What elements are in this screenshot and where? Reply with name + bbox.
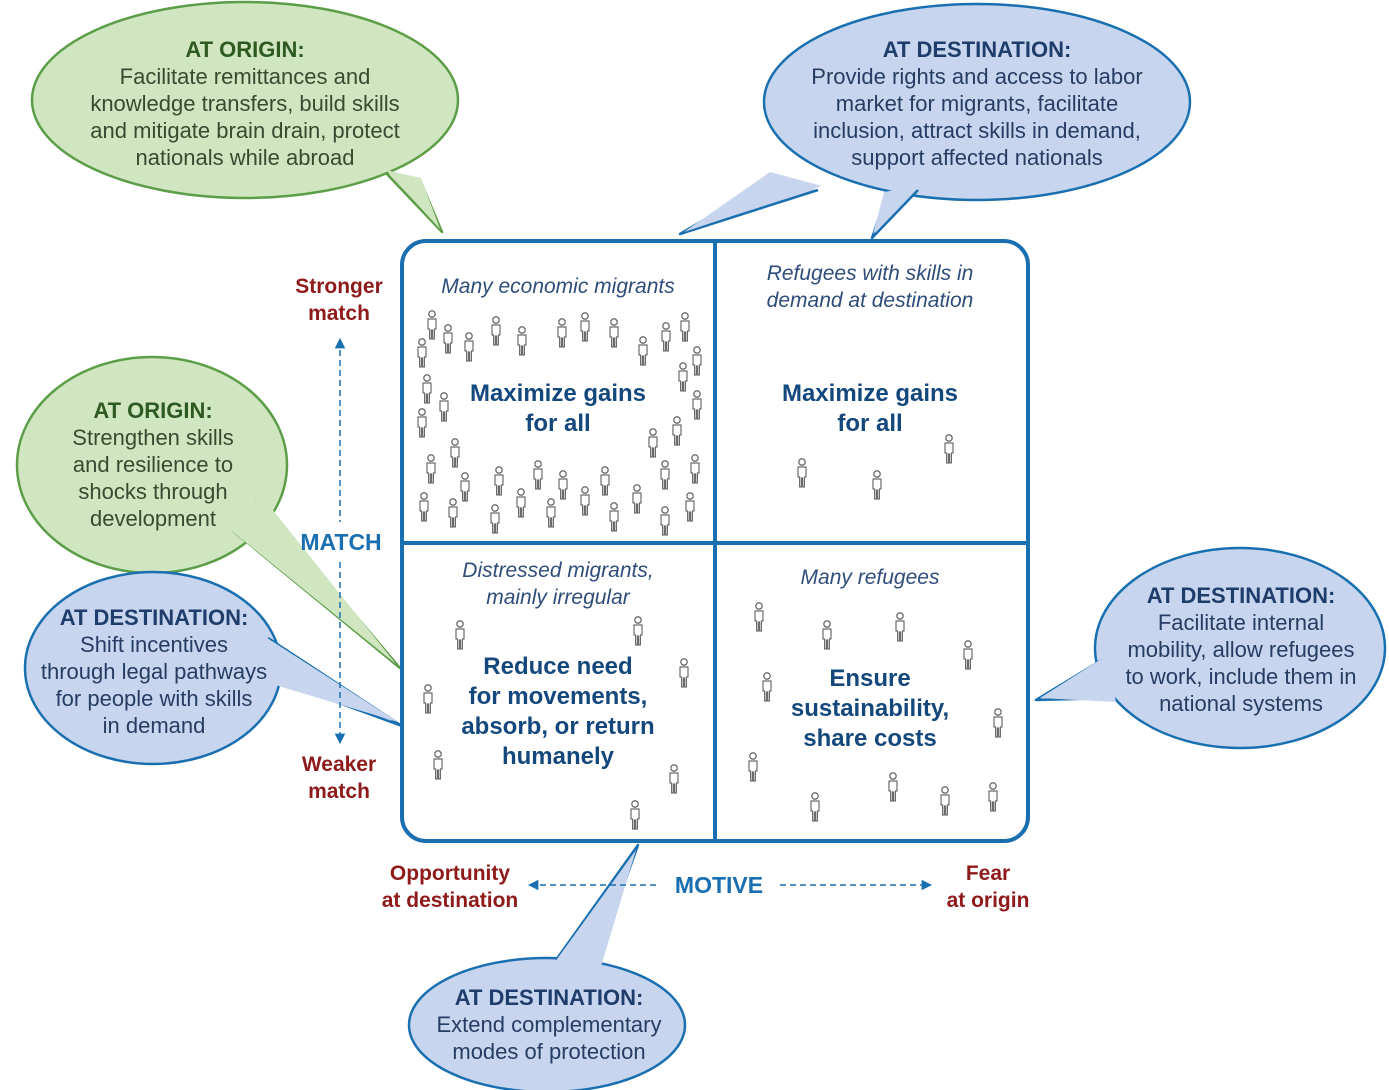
bubble-line: national systems	[1159, 691, 1323, 716]
bubble-destination-left-text: AT DESTINATION: Shift incentives through…	[24, 604, 284, 739]
main-line: absorb, or return	[461, 713, 655, 740]
quadrant-bottom-right-caption: Many refugees	[724, 564, 1016, 591]
bubble-line: Facilitate internal	[1157, 610, 1325, 635]
axis-end-line: at origin	[946, 889, 1030, 912]
opportunity-label: Opportunity at destination	[360, 860, 540, 914]
bubble-origin-mid-text: AT ORIGIN: Strengthen skills and resilie…	[42, 397, 264, 532]
quadrant-bottom-right-main: Ensure sustainability, share costs	[760, 664, 980, 754]
weaker-match-label: Weaker match	[280, 751, 398, 805]
bubble-line: for people with skills	[55, 686, 253, 711]
axis-end-line: Weaker	[301, 753, 377, 776]
caption-line: Many refugees	[800, 566, 940, 589]
bubble-line: market for migrants, facilitate	[835, 91, 1119, 116]
bubble-heading: AT DESTINATION:	[1146, 583, 1336, 608]
axis-end-line: Stronger	[295, 275, 383, 298]
quadrant-bottom-left-caption: Distressed migrants, mainly irregular	[412, 557, 704, 611]
match-axis-label: MATCH	[300, 529, 382, 555]
bubble-heading: AT DESTINATION:	[882, 37, 1072, 62]
bubble-line: Provide rights and access to labor	[811, 64, 1143, 89]
bubble-line: in demand	[102, 713, 206, 738]
bubble-line: through legal pathways	[40, 659, 268, 684]
bubble-line: inclusion, attract skills in demand,	[813, 118, 1141, 143]
bubble-line: Facilitate remittances and	[119, 64, 371, 89]
main-line: humanely	[501, 743, 615, 770]
caption-line: Refugees with skills in	[766, 262, 974, 285]
quadrant-bottom-left-main: Reduce need for movements, absorb, or re…	[430, 652, 686, 772]
bubble-line: development	[90, 506, 216, 531]
quadrant-grid	[400, 239, 1030, 843]
caption-line: mainly irregular	[486, 586, 630, 609]
bubble-destination-left	[23, 570, 404, 766]
bubble-destination-right-text: AT DESTINATION: Facilitate internal mobi…	[1104, 582, 1378, 717]
bubble-line: modes of protection	[452, 1039, 646, 1064]
bubble-origin-top-text: AT ORIGIN: Facilitate remittances and kn…	[60, 36, 430, 171]
bubble-heading: AT DESTINATION:	[454, 985, 644, 1010]
main-line: for movements,	[468, 683, 648, 710]
bubble-line: knowledge transfers, build skills	[90, 91, 400, 116]
quadrant-top-left-main: Maximize gains for all	[440, 379, 676, 439]
caption-line: demand at destination	[766, 289, 974, 312]
quadrant-top-right-caption: Refugees with skills in demand at destin…	[724, 260, 1016, 314]
main-line: Reduce need	[483, 653, 633, 680]
bubble-line: nationals while abroad	[135, 145, 355, 170]
axis-end-line: match	[308, 780, 370, 803]
motive-axis-label: MOTIVE	[674, 872, 764, 898]
bubble-destination-top	[678, 2, 1192, 240]
bubble-line: support affected nationals	[851, 145, 1103, 170]
quadrant-top-right-main: Maximize gains for all	[752, 379, 988, 439]
main-line: Maximize gains	[781, 380, 959, 407]
main-line: Maximize gains	[469, 380, 647, 407]
bubble-origin-top	[30, 0, 460, 234]
bubble-destination-top-text: AT DESTINATION: Provide rights and acces…	[782, 36, 1172, 171]
bubble-destination-right	[1034, 546, 1387, 750]
bubble-heading: AT DESTINATION:	[59, 605, 249, 630]
bubble-line: mobility, allow refugees	[1127, 637, 1355, 662]
bubble-line: and mitigate brain drain, protect	[90, 118, 400, 143]
bubble-heading: AT ORIGIN:	[93, 398, 213, 423]
quadrant-top-left-caption: Many economic migrants	[412, 273, 704, 300]
axis-end-line: Opportunity	[389, 862, 511, 885]
main-line: share costs	[803, 725, 937, 752]
stronger-match-label: Stronger match	[278, 273, 400, 327]
bubble-line: Extend complementary	[436, 1012, 662, 1037]
main-line: sustainability,	[790, 695, 950, 722]
bubble-origin-mid	[15, 355, 402, 670]
caption-line: Many economic migrants	[441, 275, 675, 298]
bubble-line: shocks through	[78, 479, 228, 504]
bubble-destination-bottom	[407, 843, 687, 1090]
caption-line: Distressed migrants,	[462, 559, 654, 582]
bubble-line: and resilience to	[72, 452, 234, 477]
bubble-heading: AT ORIGIN:	[185, 37, 305, 62]
axis-end-line: match	[308, 302, 370, 325]
bubble-line: Shift incentives	[80, 632, 228, 657]
main-line: Ensure	[829, 665, 911, 692]
axis-end-line: at destination	[381, 889, 519, 912]
axis-end-line: Fear	[965, 862, 1011, 885]
bubble-line: to work, include them in	[1125, 664, 1357, 689]
main-line: for all	[837, 410, 903, 437]
bubble-line: Strengthen skills	[72, 425, 234, 450]
bubble-destination-bottom-text: AT DESTINATION: Extend complementary mod…	[418, 984, 680, 1065]
main-line: for all	[525, 410, 591, 437]
fear-label: Fear at origin	[930, 860, 1046, 914]
